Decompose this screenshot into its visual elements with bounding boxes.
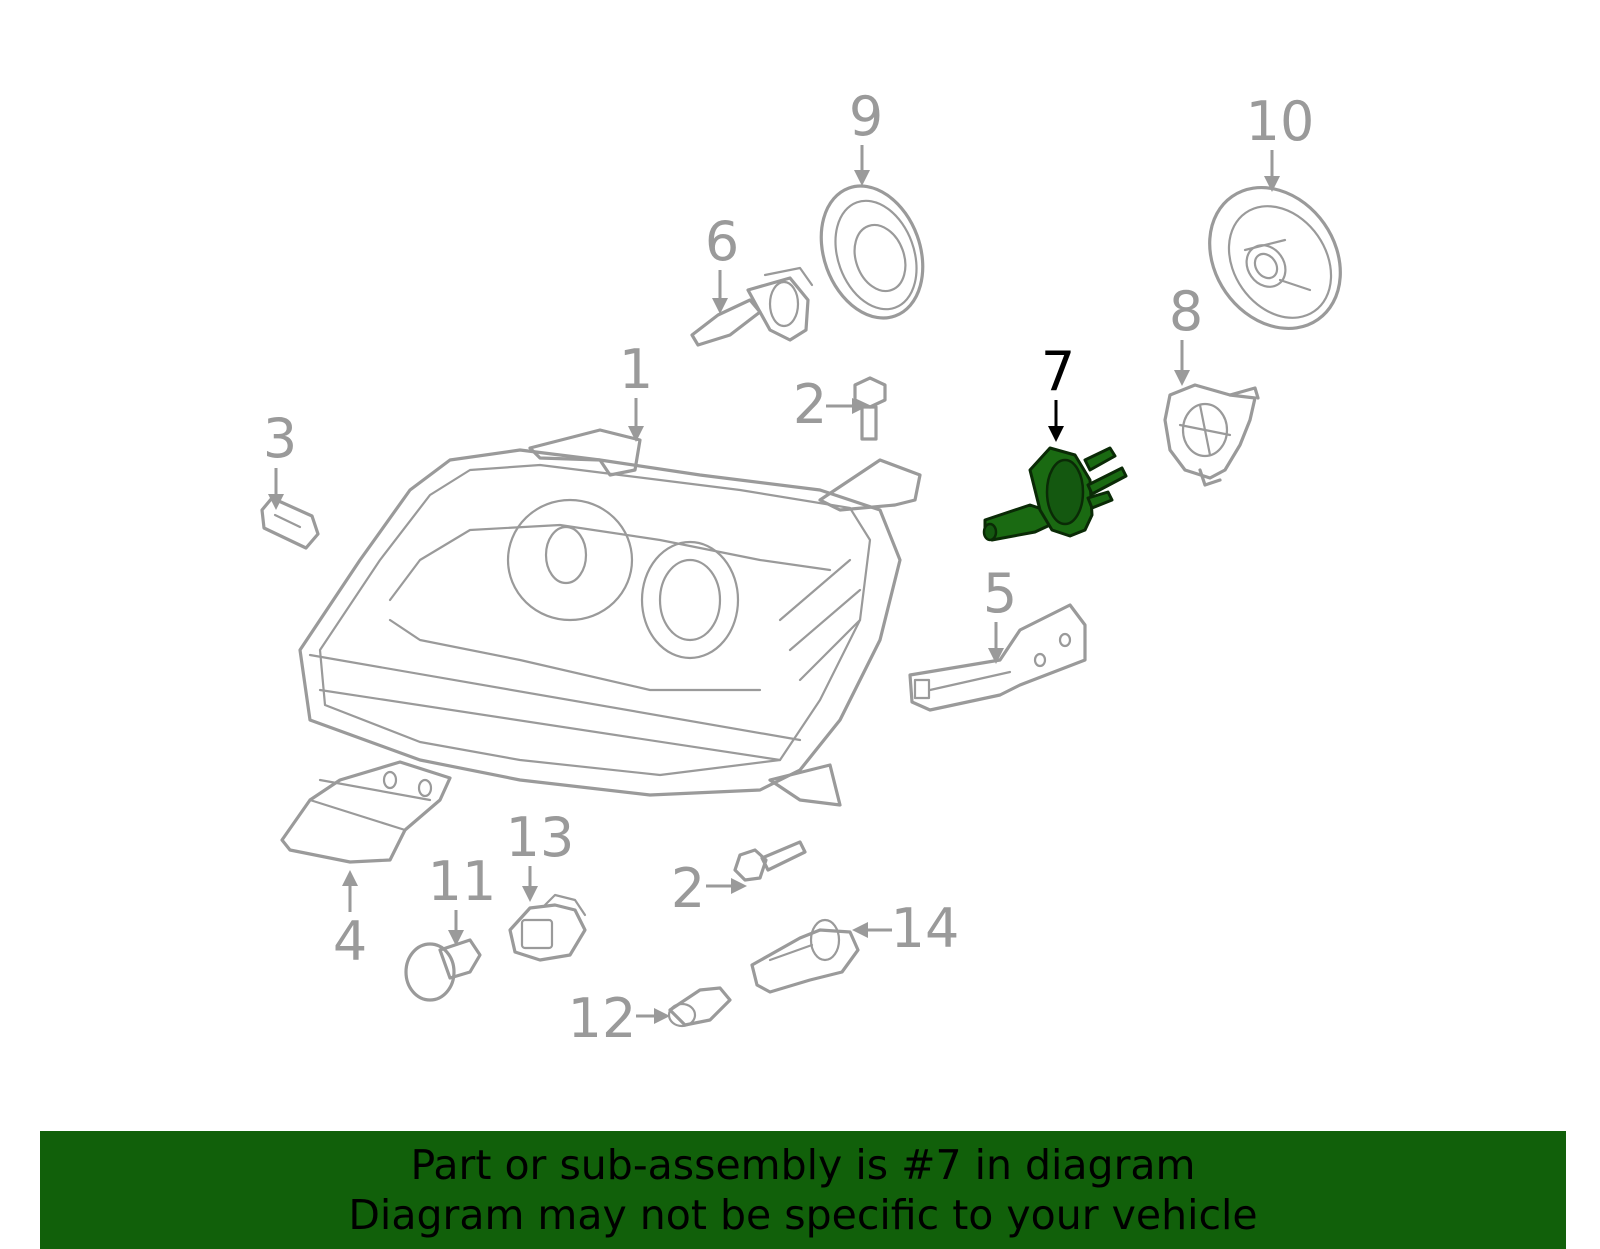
info-banner: Part or sub-assembly is #7 in diagram Di… [40,1131,1566,1249]
callout-4: 4 [333,870,367,973]
callout-9: 9 [849,85,883,186]
callout-label: 6 [705,210,739,273]
callout-14: 14 [852,897,959,960]
bolt-lower [733,840,807,882]
callout-label: 11 [428,850,497,913]
bulb-6 [690,266,814,347]
callout-label: 12 [568,987,637,1050]
callout-12: 12 [568,987,670,1050]
bulb-12 [667,986,732,1028]
callout-label: 9 [849,85,883,148]
lower-bracket [280,760,452,864]
callout-2-lower: 2 [671,857,747,920]
headlamp-assembly [298,428,922,807]
callout-6: 6 [705,210,739,314]
socket-14 [750,918,860,994]
dust-cover-9 [819,184,925,320]
callout-10: 10 [1246,90,1315,192]
parts-diagram: 1 2 2 3 4 5 6 8 9 10 [260,85,1342,1050]
callout-label: 10 [1246,90,1315,153]
dust-cover-10 [1208,185,1342,331]
callout-5: 5 [983,562,1017,664]
socket-13 [508,893,587,962]
callout-label: 8 [1169,280,1203,343]
callout-7-highlighted: 7 [1041,340,1075,442]
callout-label: 1 [619,338,653,401]
socket-8 [1163,383,1260,487]
callout-2-upper: 2 [793,373,868,436]
callout-11: 11 [428,850,497,946]
highlighted-part-7 [982,446,1128,542]
callout-label: 2 [671,857,705,920]
bulb-11 [404,938,482,1002]
callout-1: 1 [619,338,653,442]
callout-label: 14 [891,897,960,960]
clip [260,496,320,550]
callout-13: 13 [506,806,575,902]
callout-label: 5 [983,562,1017,625]
callout-label: 13 [506,806,575,869]
callout-3: 3 [263,407,297,510]
callout-label: 3 [263,407,297,470]
callout-label: 7 [1041,340,1075,403]
side-bracket [908,603,1087,712]
callout-8: 8 [1169,280,1203,386]
callout-label: 2 [793,373,827,436]
banner-line-part-number: Part or sub-assembly is #7 in diagram [410,1141,1196,1189]
banner-line-disclaimer: Diagram may not be specific to your vehi… [348,1191,1258,1239]
callout-label: 4 [333,910,367,973]
